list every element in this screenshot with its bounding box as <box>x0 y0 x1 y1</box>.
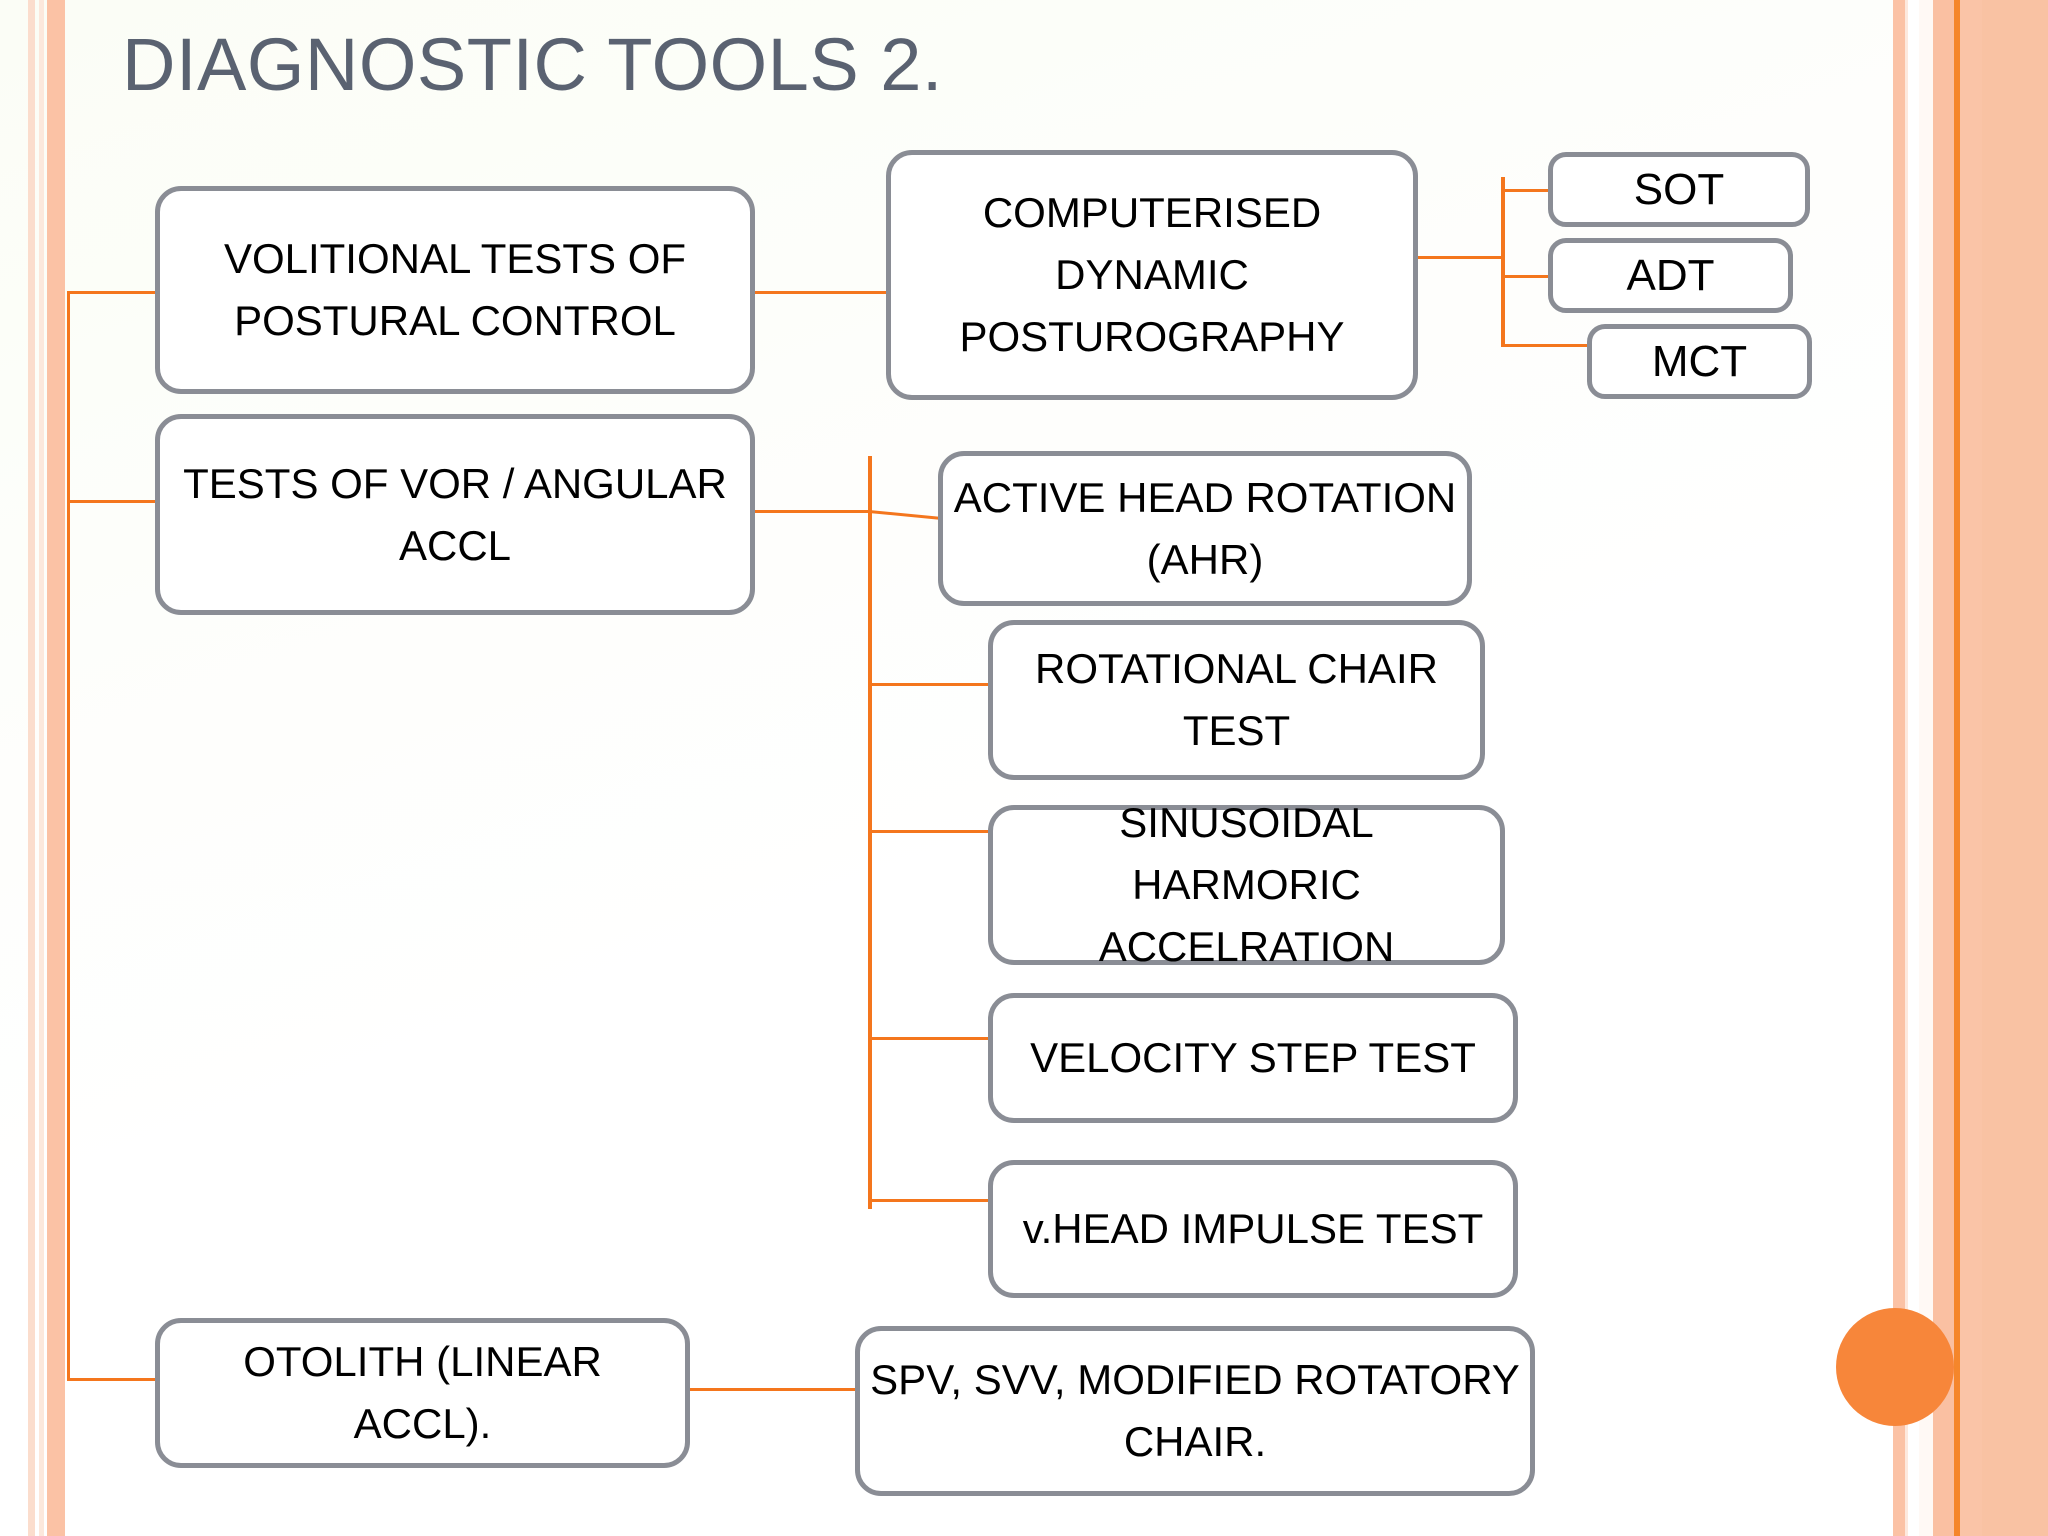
connector-subtrunk-to-mct <box>1501 344 1591 347</box>
node-label: ADT <box>1626 250 1715 300</box>
connector-subtrunk-to-rct <box>868 683 988 686</box>
connector-main-trunk <box>67 291 70 1378</box>
node-label: v.HEAD IMPULSE TEST <box>1022 1205 1484 1252</box>
frame-stripe-left-1 <box>28 0 35 1536</box>
frame-stripe-left-3 <box>47 0 65 1536</box>
node-computerised-dynamic-posturography[interactable]: COMPUTERISED DYNAMIC POSTUROGRAPHY <box>886 150 1418 400</box>
connector-cdp-subtrunk <box>1501 177 1505 347</box>
frame-stripe-right-4 <box>1933 0 1954 1536</box>
node-label: SOT <box>1633 164 1725 214</box>
connector-trunk-to-vor <box>67 500 157 503</box>
node-sinusoidal-harmoric-accelration[interactable]: SINUSOIDAL HARMORIC ACCELRATION <box>988 799 1505 970</box>
frame-stripe-right-6 <box>1960 0 1982 1536</box>
node-otolith[interactable]: OTOLITH (LINEAR ACCL). <box>155 1318 690 1468</box>
node-head-impulse-test[interactable]: v.HEAD IMPULSE TEST <box>988 1160 1518 1298</box>
node-label: OTOLITH (LINEAR ACCL). <box>243 1338 602 1447</box>
connector-trunk-to-volitional <box>67 291 157 294</box>
frame-stripe-right-7 <box>1982 0 2048 1536</box>
connector-cdp-to-subtrunk <box>1418 256 1504 259</box>
page-title: DIAGNOSTIC TOOLS 2. <box>122 23 943 106</box>
node-label: MCT <box>1651 336 1748 386</box>
node-active-head-rotation[interactable]: ACTIVE HEAD ROTATION (AHR) <box>938 451 1472 606</box>
node-velocity-step-test[interactable]: VELOCITY STEP TEST <box>988 993 1518 1123</box>
node-mct[interactable]: MCT <box>1587 324 1812 399</box>
connector-subtrunk-to-sot <box>1501 189 1549 192</box>
node-label: TESTS OF VOR / ANGULAR ACCL <box>183 459 727 569</box>
node-rotational-chair-test[interactable]: ROTATIONAL CHAIR TEST <box>988 620 1485 780</box>
node-label: SINUSOIDAL HARMORIC ACCELRATION <box>1098 799 1395 970</box>
node-label: ROTATIONAL CHAIR TEST <box>1035 645 1438 754</box>
connector-vor-to-subtrunk <box>755 510 871 513</box>
connector-subtrunk-to-ahr <box>868 510 945 521</box>
node-adt[interactable]: ADT <box>1548 238 1793 313</box>
connector-otolith-to-spv <box>690 1388 855 1391</box>
connector-subtrunk-to-sha <box>868 830 988 833</box>
node-label: COMPUTERISED DYNAMIC POSTUROGRAPHY <box>959 189 1345 360</box>
frame-stripe-left-2 <box>39 0 44 1536</box>
frame-stripe-right-3 <box>1919 0 1933 1536</box>
connector-subtrunk-to-adt <box>1501 275 1549 278</box>
frame-stripe-right-5 <box>1954 0 1960 1536</box>
node-label: ACTIVE HEAD ROTATION (AHR) <box>953 473 1457 583</box>
connector-trunk-to-otolith <box>67 1378 157 1381</box>
connector-subtrunk-to-vst <box>868 1037 988 1040</box>
node-label: VOLITIONAL TESTS OF POSTURAL CONTROL <box>223 235 687 344</box>
connector-volitional-to-cdp <box>755 291 887 294</box>
frame-stripe-right-1 <box>1893 0 1905 1536</box>
node-tests-of-vor[interactable]: TESTS OF VOR / ANGULAR ACCL <box>155 414 755 615</box>
node-label: SPV, SVV, MODIFIED ROTATORY CHAIR. <box>870 1356 1520 1465</box>
node-volitional-tests[interactable]: VOLITIONAL TESTS OF POSTURAL CONTROL <box>155 186 755 394</box>
node-sot[interactable]: SOT <box>1548 152 1810 227</box>
accent-circle <box>1836 1308 1954 1426</box>
connector-subtrunk-to-vhit <box>868 1199 988 1202</box>
node-label: VELOCITY STEP TEST <box>1030 1034 1476 1081</box>
frame-stripe-right-2 <box>1905 0 1908 1536</box>
node-spv-svv-modified-rotatory-chair[interactable]: SPV, SVV, MODIFIED ROTATORY CHAIR. <box>855 1326 1535 1496</box>
